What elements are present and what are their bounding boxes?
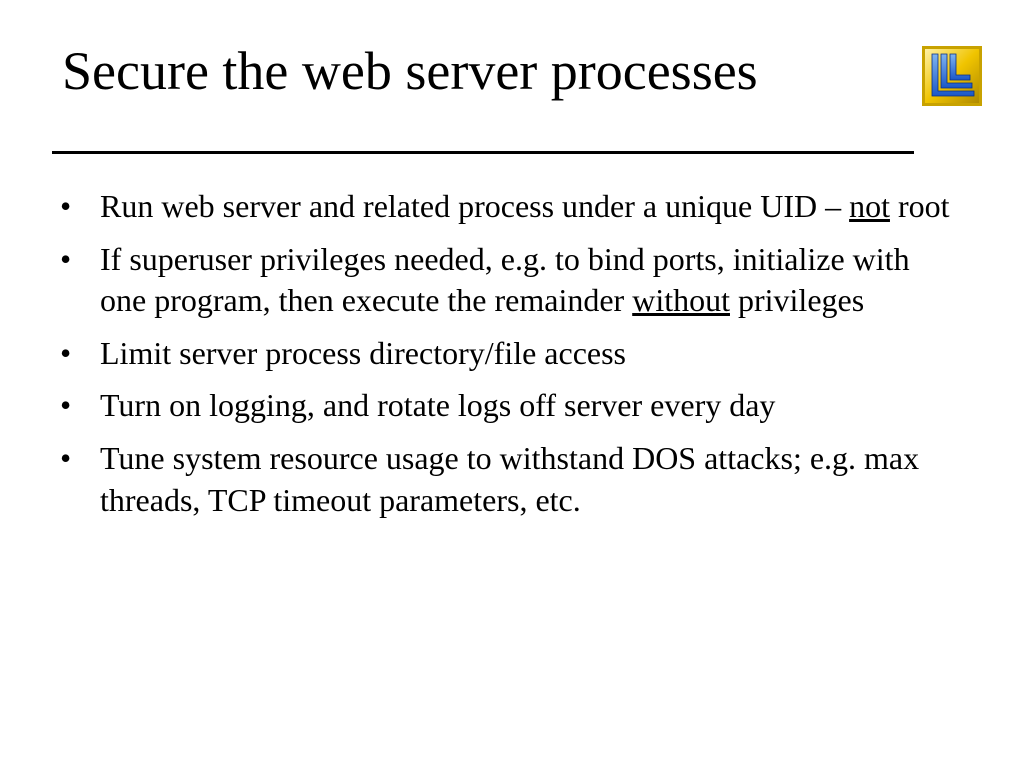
list-item: • Tune system resource usage to withstand… xyxy=(60,438,960,521)
bullet-marker: • xyxy=(60,334,72,371)
bullet-marker: • xyxy=(60,439,72,476)
bullet-text: Tune system resource usage to withstand … xyxy=(100,439,920,518)
list-item: • Turn on logging, and rotate logs off se… xyxy=(60,385,960,427)
bullet-list: • Run web server and related process unde… xyxy=(60,186,960,532)
bullet-emphasis: without xyxy=(632,282,730,319)
bullet-marker: • xyxy=(60,387,72,424)
bullet-text: Limit server process directory/file acce… xyxy=(100,334,626,371)
bullet-text: root xyxy=(889,188,950,224)
bullet-text: privileges xyxy=(729,282,865,319)
bullet-text: Turn on logging, and rotate logs off ser… xyxy=(100,387,776,424)
institution-logo-icon xyxy=(922,46,982,106)
bullet-marker: • xyxy=(60,188,72,224)
bullet-marker: • xyxy=(60,240,72,277)
bullet-text: Run web server and related process under… xyxy=(100,188,850,224)
bullet-text: If superuser privileges needed, e.g. to … xyxy=(100,240,910,319)
list-item: • Limit server process directory/file acc… xyxy=(60,333,960,375)
list-item: • If superuser privileges needed, e.g. to… xyxy=(60,239,960,322)
title-divider xyxy=(52,151,914,154)
list-item: • Run web server and related process unde… xyxy=(60,186,960,228)
slide-title: Secure the web server processes xyxy=(62,41,758,101)
bullet-emphasis: not xyxy=(849,188,890,224)
